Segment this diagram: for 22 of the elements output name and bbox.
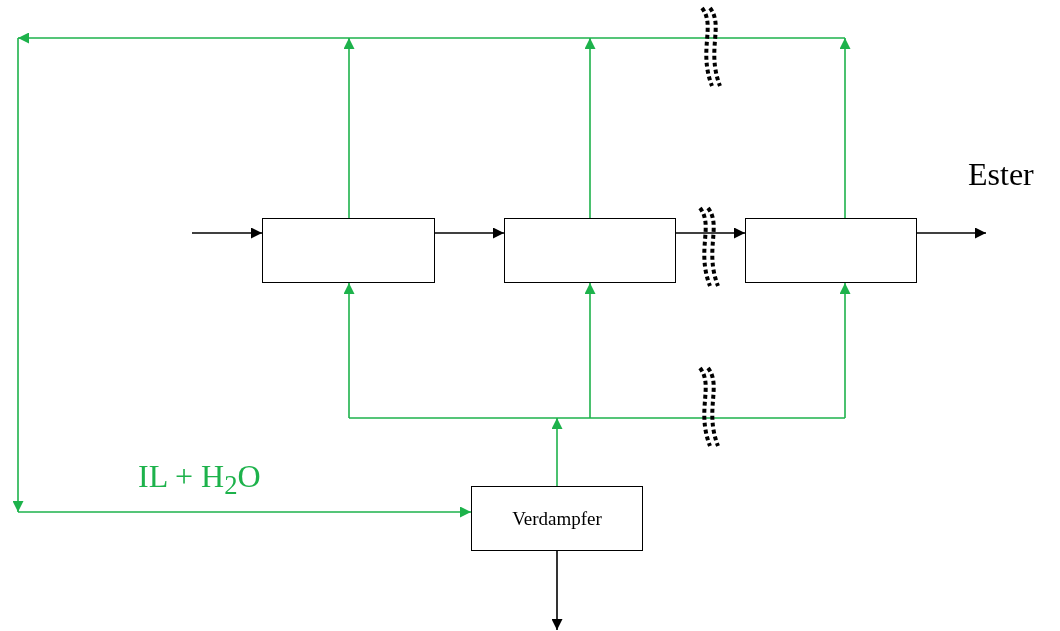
- arrow: [916, 227, 987, 239]
- arrow: [191, 227, 263, 239]
- arrow: [675, 227, 746, 239]
- arrow: [343, 282, 355, 419]
- process-box: [471, 486, 643, 551]
- connector-line: [348, 417, 846, 419]
- reactor-box: [745, 218, 917, 283]
- arrow: [17, 32, 846, 44]
- reactor-box: [504, 218, 676, 283]
- arrow: [551, 417, 563, 487]
- stream-label: IL + H$_{2}$O: [138, 458, 261, 502]
- arrow: [12, 37, 24, 513]
- reactor-box: [262, 218, 435, 283]
- node-label: Verdampfer: [512, 507, 602, 530]
- arrow: [551, 550, 563, 631]
- arrow: [584, 282, 596, 419]
- arrow: [17, 506, 472, 518]
- arrow: [343, 37, 355, 219]
- arrow: [839, 37, 851, 219]
- arrow: [434, 227, 505, 239]
- arrow: [839, 282, 851, 419]
- arrow: [584, 37, 596, 219]
